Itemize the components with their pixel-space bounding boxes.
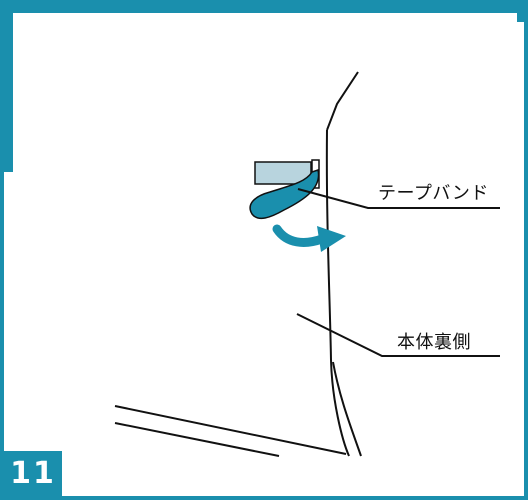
device-edge-bottom-1 bbox=[114, 405, 347, 455]
leader-line-tape bbox=[297, 188, 500, 209]
frame-right-edge bbox=[517, 0, 528, 22]
device-edge-top bbox=[326, 71, 359, 131]
frame-left-tab bbox=[0, 0, 13, 172]
curved-arrow-icon bbox=[272, 224, 346, 252]
device-edge-main bbox=[325, 129, 350, 457]
tape-band-peeled bbox=[249, 169, 320, 220]
label-device-back: 本体裏側 bbox=[397, 332, 471, 353]
label-tape-band: テープバンド bbox=[378, 183, 489, 204]
frame-top-bar bbox=[0, 0, 528, 13]
device-edge-bottom-2 bbox=[114, 422, 280, 457]
step-number-badge: 11 bbox=[4, 451, 62, 496]
leader-line-back bbox=[296, 313, 500, 357]
device-edge-inner bbox=[332, 361, 362, 457]
